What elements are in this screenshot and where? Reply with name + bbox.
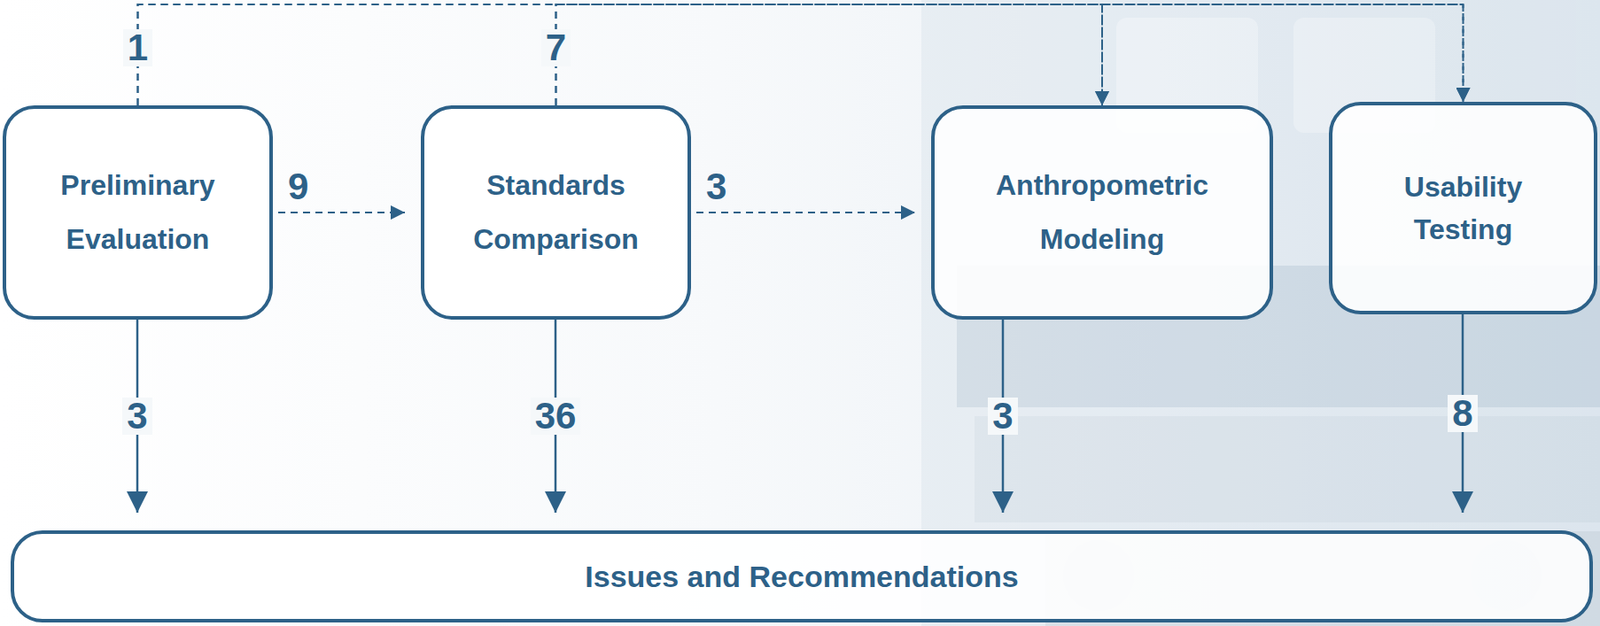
process-box: Standards Comparison <box>420 105 692 320</box>
process-box: Usability Testing <box>1328 101 1598 315</box>
box-label: Standards Comparison <box>438 158 674 267</box>
dashed-connector <box>278 211 405 214</box>
box-label: Issues and Recommendations <box>584 559 1018 596</box>
callout-number: 3 <box>122 397 152 435</box>
dashed-connector <box>138 4 1103 106</box>
process-box: Anthropometric Modeling <box>931 105 1274 320</box>
dashed-connector <box>556 4 1103 106</box>
callout-number: 7 <box>541 29 571 67</box>
callout-number: 3 <box>987 397 1018 435</box>
box-label: Preliminary Evaluation <box>20 158 256 267</box>
dashed-connector <box>556 4 1464 106</box>
callout-number: 8 <box>1447 395 1477 433</box>
dashed-connector <box>138 4 1464 106</box>
callout-number: 36 <box>530 397 582 435</box>
callout-number: 1 <box>123 29 153 67</box>
box-label: Usability Testing <box>1366 165 1562 251</box>
callout-number: 3 <box>701 168 731 206</box>
outcome-band: Issues and Recommendations <box>10 530 1593 623</box>
callout-number: 9 <box>283 168 313 206</box>
process-box: Preliminary Evaluation <box>2 105 273 320</box>
box-label: Anthropometric Modeling <box>955 158 1249 267</box>
dashed-connector <box>696 211 916 214</box>
